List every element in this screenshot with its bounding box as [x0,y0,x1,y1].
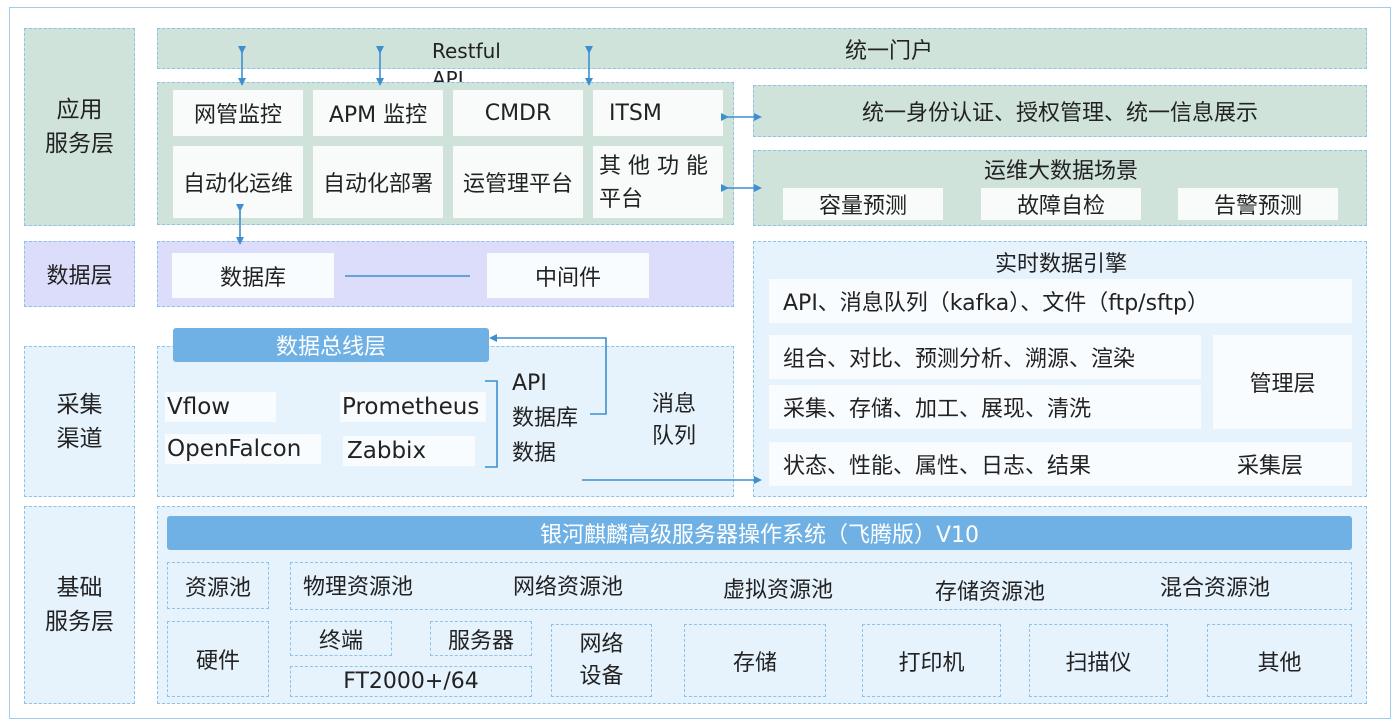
os-banner: 银河麒麟高级服务器操作系统（飞腾版）V10 [167,516,1352,550]
layer-label-app: 应用 服务层 [24,28,135,226]
resource-pools-row: 物理资源池 网络资源池 虚拟资源池 存储资源池 混合资源池 [290,562,1352,610]
output-db: 数据库 [512,406,579,431]
unified-portal: 统一门户 [157,28,1367,69]
module-auto-deploy: 自动化部署 [313,146,443,218]
data-middleware: 中间件 [487,253,649,298]
tool-prometheus: Prometheus [340,392,486,422]
resource-pool-label: 资源池 [167,562,269,609]
module-other-platform: 其 他 功 能 平台 [593,146,723,218]
bigdata-capacity: 容量预测 [783,188,943,220]
hw-terminal: 终端 [290,621,392,656]
output-api: API [512,371,547,396]
bigdata-fault: 故障自检 [981,188,1141,220]
hw-storage: 存储 [684,624,826,697]
output-data: 数据 [512,441,557,466]
bigdata-title: 运维大数据场景 [983,159,1138,184]
module-apm: APM 监控 [313,90,443,136]
tool-vflow: Vflow [165,392,276,422]
layer-label-collect: 采集 渠道 [24,346,135,497]
engine-collect-layer: 采集层 [1237,454,1304,479]
hw-ft2000: FT2000+/64 [290,666,532,697]
hw-server: 服务器 [430,621,532,656]
data-database: 数据库 [172,253,334,298]
outer-frame [9,7,1391,719]
pool-hybrid: 混合资源池 [1160,576,1271,601]
pool-virtual: 虚拟资源池 [723,578,834,603]
engine-ops-analysis: 组合、对比、预测分析、溯源、渲染 [769,335,1201,379]
engine-status-text: 状态、性能、属性、日志、结果 [783,454,1092,479]
pool-physical: 物理资源池 [303,575,414,600]
bus-outputs: API 数据库 数据 [512,366,578,471]
engine-management-layer: 管理层 [1213,335,1352,429]
restful-label: Restful [432,39,501,63]
portal-title: 统一门户 [844,38,933,64]
module-itsm: ITSM [593,90,723,136]
layer-label-base: 基础 服务层 [24,506,135,704]
module-cmdr: CMDR [453,90,583,136]
data-bus-layer: 数据总线层 [173,328,489,362]
module-auto-ops: 自动化运维 [173,146,303,218]
engine-sources: API、消息队列（kafka）、文件（ftp/sftp） [769,279,1352,323]
pool-storage: 存储资源池 [935,580,1046,605]
hardware-label: 硬件 [167,621,269,697]
hw-printer: 打印机 [862,624,1001,697]
hw-other: 其他 [1207,624,1352,697]
module-ops-platform: 运管理平台 [453,146,583,218]
pool-network: 网络资源池 [513,575,624,600]
engine-ops-process: 采集、存储、加工、展现、清洗 [769,385,1201,429]
layer-label-data: 数据层 [24,241,135,307]
engine-status: 状态、性能、属性、日志、结果 采集层 [769,442,1352,486]
tool-zabbix: Zabbix [343,436,475,466]
hw-scanner: 扫描仪 [1029,624,1168,697]
engine-title: 实时数据引擎 [994,252,1127,277]
module-nms: 网管监控 [173,90,303,136]
tool-openfalcon: OpenFalcon [165,434,321,464]
hw-network-device: 网络 设备 [551,624,652,697]
message-queue: 消息 队列 [652,392,697,449]
identity-auth-panel: 统一身份认证、授权管理、统一信息展示 [753,85,1367,137]
bigdata-alert: 告警预测 [1178,188,1338,220]
